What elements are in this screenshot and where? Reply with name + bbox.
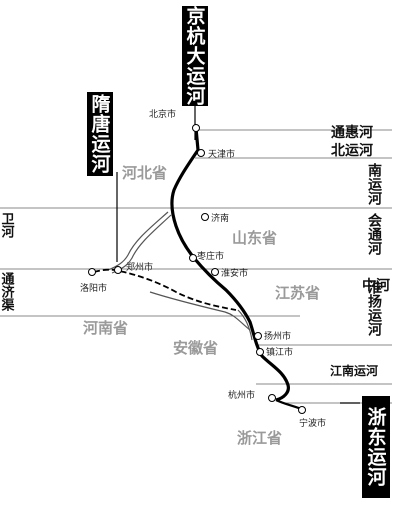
title-box-suitang: 隋唐运河 [87, 92, 113, 176]
province-anhui: 安徽省 [173, 339, 218, 357]
city-labels: 北京市 天津市 济南 枣庄市 淮安市 郑州市 洛阳市 扬州市 镇江市 杭州市 宁… [80, 108, 326, 429]
city-hangzhou: 杭州市 [228, 389, 255, 401]
segment-tongji: 通济渠 [0, 271, 15, 312]
segment-divider-lines [0, 129, 392, 404]
marker-yangzhou [254, 332, 262, 340]
city-tianjin: 天津市 [208, 148, 235, 160]
segment-beiyun: 北运河 [331, 142, 373, 159]
canal-segment-vertical-labels: 南运河 会通河 淮扬运河 [366, 162, 382, 337]
segment-wei: 卫河 [0, 212, 14, 239]
city-zaozhuang: 枣庄市 [197, 250, 224, 262]
marker-beijing [192, 124, 200, 132]
marker-zaozhuang [189, 254, 197, 262]
city-markers [88, 124, 306, 414]
title-box-jinghang: 京杭大运河 [182, 6, 208, 106]
segment-tonghui: 通惠河 [331, 124, 373, 141]
city-ningbo: 宁波市 [299, 417, 326, 429]
city-luoyang: 洛阳市 [80, 282, 107, 294]
city-jinan: 济南 [211, 212, 229, 224]
marker-ningbo [298, 406, 306, 414]
city-zhenjiang: 镇江市 [266, 346, 293, 358]
marker-tianjin [197, 149, 205, 157]
tongji-canal-line [93, 268, 237, 311]
segment-jiangnan: 江南运河 [330, 363, 378, 378]
west-segment-labels: 卫河 通济渠 [0, 212, 15, 312]
city-zhengzhou: 郑州市 [126, 261, 153, 273]
city-beijing: 北京市 [149, 108, 176, 120]
segment-nanyun: 南运河 [366, 162, 382, 206]
province-shandong: 山东省 [232, 229, 277, 247]
province-henan: 河南省 [83, 319, 128, 337]
province-zhejiang: 浙江省 [237, 429, 282, 447]
jinghang-canal-line [170, 127, 290, 402]
marker-zhengzhou [114, 266, 122, 274]
city-yangzhou: 扬州市 [264, 330, 291, 342]
marker-hangzhou [268, 394, 276, 402]
marker-jinan [201, 213, 209, 221]
segment-zhong: 中河 [362, 277, 390, 294]
province-hebei: 河北省 [122, 164, 167, 182]
province-labels: 河北省 山东省 江苏省 河南省 安徽省 浙江省 [83, 164, 320, 447]
marker-luoyang [88, 268, 96, 276]
canal-segment-labels: 通惠河 北运河 中河 江南运河 [330, 124, 390, 378]
city-huaian: 淮安市 [221, 267, 248, 279]
marker-zhenjiang [256, 348, 264, 356]
marker-huaian [211, 268, 219, 276]
segment-huaiyang: 淮扬运河 [366, 279, 382, 337]
title-box-zhedong: 浙东运河 [362, 396, 390, 498]
segment-huitong: 会通河 [366, 212, 382, 256]
province-jiangsu: 江苏省 [275, 284, 320, 302]
